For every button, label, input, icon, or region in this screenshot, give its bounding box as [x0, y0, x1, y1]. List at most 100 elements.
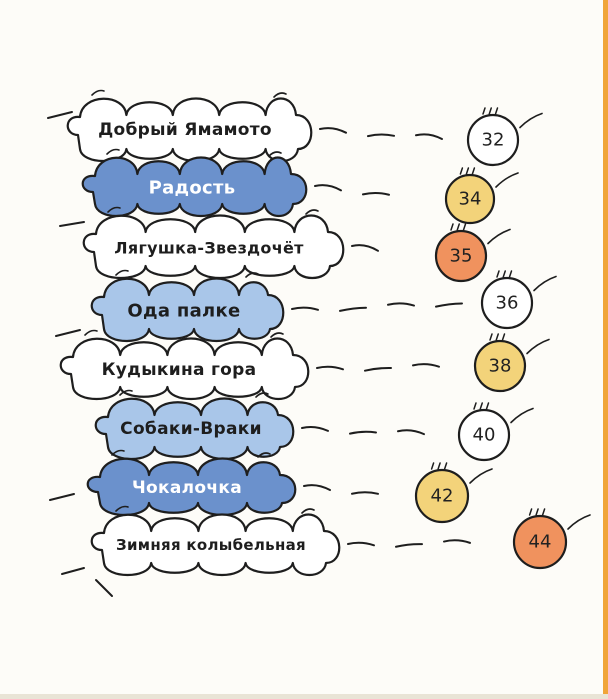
circle-hair-8-3 — [541, 508, 546, 516]
circle-tail-6 — [510, 407, 534, 424]
page-number-44[interactable]: 44 — [528, 531, 552, 553]
cloud-shape-6 — [94, 397, 295, 460]
cloud-tick-3 — [107, 206, 121, 213]
cloud-shape-8 — [90, 513, 341, 577]
dash-line-5 — [316, 365, 344, 371]
circle-hair-3-3 — [462, 223, 467, 231]
cloud-tick-b-4 — [245, 272, 259, 278]
circle-tail-7 — [469, 468, 493, 484]
dash-line-8 — [395, 543, 423, 548]
circle-hair-5-1 — [489, 333, 493, 341]
cloud-tick-2 — [106, 148, 120, 155]
dash-line-6 — [301, 425, 329, 432]
dash-line-1 — [319, 127, 347, 134]
cloud-tick-b-8 — [301, 508, 315, 514]
entry-title-lyagushka-zvezdochet[interactable]: Лягушка-Звездочёт — [114, 238, 304, 258]
circle-tail-5 — [526, 338, 550, 355]
page-number-35[interactable]: 35 — [449, 245, 473, 267]
circle-hair-1-3 — [494, 107, 499, 115]
dash-line-3 — [351, 244, 379, 252]
dash-line-1 — [415, 133, 443, 140]
cloud-shape-2 — [81, 156, 308, 218]
cloud-tick-b-5 — [270, 332, 284, 338]
cloud-tick-b-3 — [305, 209, 319, 215]
page-circle-2 — [444, 173, 496, 225]
circle-hair-1-2 — [488, 107, 492, 115]
dash-line-8 — [347, 541, 375, 547]
circle-tail-3 — [487, 228, 511, 245]
dash-line-5 — [412, 363, 440, 368]
circle-hair-1-1 — [482, 107, 486, 115]
page-edge-bottom — [0, 694, 608, 699]
entry-title-sobaki-vraki[interactable]: Собаки-Враки — [120, 419, 262, 439]
ornament-dash-4 — [49, 493, 75, 501]
circle-hair-7-2 — [437, 462, 441, 470]
circle-hair-8-2 — [535, 508, 539, 516]
circle-hair-7-1 — [430, 462, 435, 470]
dash-line-1 — [367, 133, 395, 138]
circle-hair-6-2 — [479, 402, 483, 410]
entry-title-dobryi-yamamoto[interactable]: Добрый Ямамото — [98, 120, 272, 140]
cloud-tick-7 — [111, 449, 125, 456]
entry-title-chokalochka[interactable]: Чокалочка — [132, 478, 242, 498]
circle-hair-4-1 — [496, 270, 500, 278]
page-circle-8 — [512, 514, 568, 570]
page-circle-6 — [457, 408, 511, 462]
circle-hair-3-2 — [456, 223, 460, 231]
cloud-shape-5 — [59, 337, 310, 401]
page-number-34[interactable]: 34 — [458, 188, 482, 210]
cloud-tick-b-7 — [257, 452, 271, 458]
cloud-shape-4 — [90, 277, 285, 342]
cloud-tick-6 — [119, 389, 133, 396]
dash-line-5 — [364, 366, 392, 372]
dash-line-7 — [303, 484, 331, 492]
ornament-dash-6 — [95, 579, 113, 597]
dash-line-4 — [291, 306, 319, 311]
circle-tail-2 — [495, 172, 519, 188]
page-number-42[interactable]: 42 — [430, 485, 454, 507]
circle-hair-2-2 — [465, 167, 470, 175]
entry-title-oda-palke[interactable]: Ода палке — [127, 300, 241, 322]
ornament-dash-3 — [55, 329, 81, 337]
circle-hair-2-1 — [459, 167, 464, 175]
entry-title-kudykina-gora[interactable]: Кудыкина гора — [101, 360, 257, 380]
circle-hair-4-2 — [502, 270, 506, 278]
ornament-dash-5 — [61, 567, 85, 575]
page-number-32[interactable]: 32 — [481, 129, 505, 151]
circle-hair-6-3 — [485, 402, 490, 410]
page-number-36[interactable]: 36 — [495, 292, 519, 314]
entry-title-zimnyaya-kolybelnaya[interactable]: Зимняя колыбельная — [116, 536, 306, 554]
cloud-shape-7 — [86, 457, 297, 516]
dash-line-2 — [362, 191, 390, 196]
page-circle-4 — [480, 276, 534, 330]
cloud-tick-8 — [115, 505, 129, 512]
circle-hair-4-3 — [508, 270, 513, 278]
cloud-tick-1 — [91, 89, 105, 96]
page-number-40[interactable]: 40 — [472, 424, 496, 446]
page-circle-1 — [466, 113, 520, 167]
cloud-tick-5 — [84, 329, 98, 336]
cloud-tick-4 — [115, 269, 129, 276]
circle-hair-6-1 — [473, 402, 477, 410]
page-circle-7 — [414, 468, 470, 524]
dash-line-4 — [387, 302, 415, 307]
cloud-tick-b-2 — [268, 151, 282, 157]
circle-hair-7-3 — [443, 462, 448, 470]
entry-title-radost[interactable]: Радость — [148, 177, 236, 199]
circle-tail-8 — [567, 514, 591, 530]
dash-line-6 — [397, 429, 425, 436]
dash-line-4 — [435, 302, 463, 308]
cloud-tick-b-1 — [273, 92, 287, 98]
page-edge-orange — [603, 0, 608, 699]
dash-line-8 — [443, 539, 471, 544]
page-number-38[interactable]: 38 — [488, 355, 512, 377]
dash-line-4 — [339, 306, 367, 312]
circle-hair-5-3 — [501, 333, 506, 341]
circle-hair-3-1 — [450, 223, 454, 231]
dash-line-6 — [349, 430, 377, 435]
dash-line-2 — [314, 184, 342, 192]
page-circle-3 — [434, 229, 488, 283]
ornament-dash-1 — [47, 111, 73, 119]
